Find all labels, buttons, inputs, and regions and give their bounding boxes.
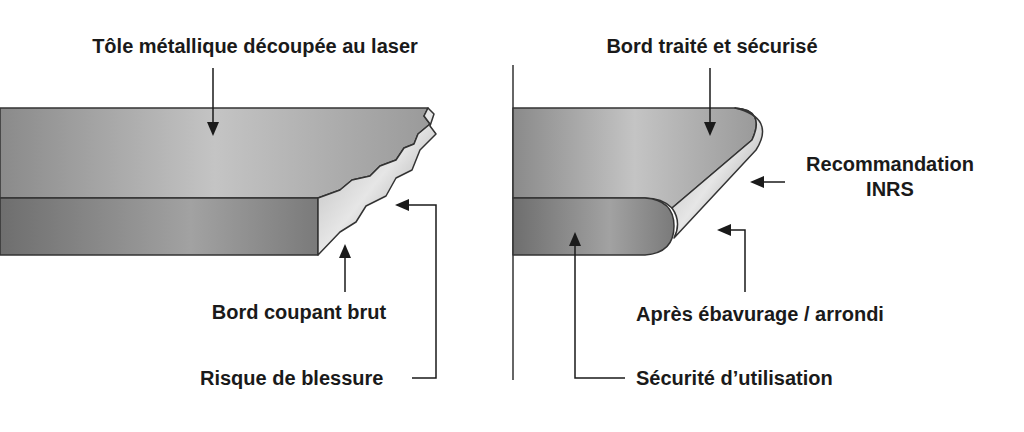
leader-lines (213, 68, 785, 378)
label: Recommandation INRS (785, 152, 995, 202)
label: Bord traité et sécurisé (606, 34, 817, 59)
raw-sheet (0, 108, 436, 255)
label: Après ébavurage / arrondi (636, 302, 884, 327)
label: Tôle métallique découpée au laser (92, 34, 418, 59)
label: Sécurité d’utilisation (636, 366, 833, 391)
label: Risque de blessure (200, 366, 383, 391)
arrowheads (207, 122, 764, 258)
treated-sheet (513, 108, 763, 255)
label: Bord coupant brut (212, 300, 386, 325)
